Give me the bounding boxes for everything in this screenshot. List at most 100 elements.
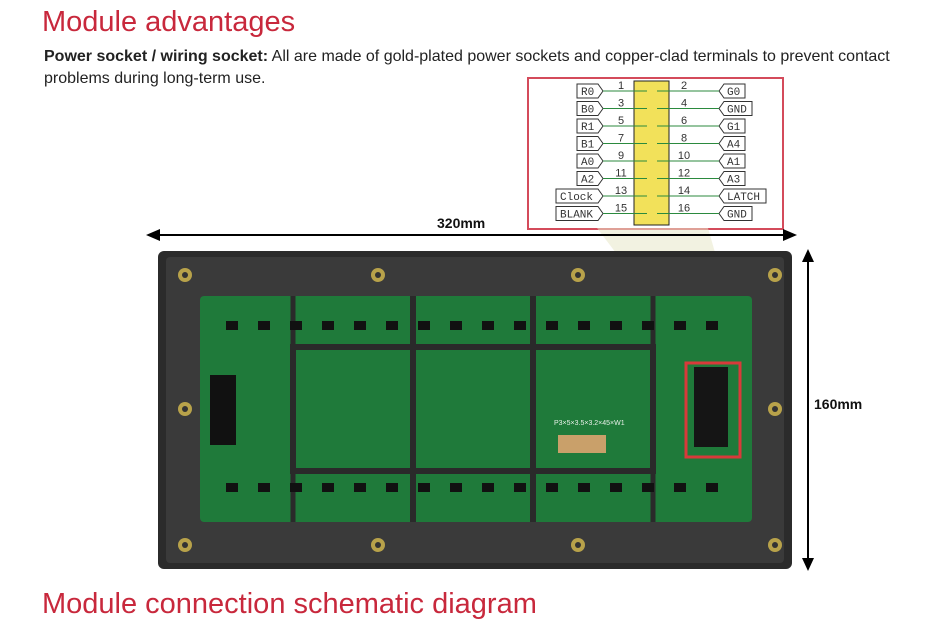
pin-signal-label: A3: [727, 175, 740, 187]
pin-number: 11: [615, 168, 626, 180]
screw-hole: [182, 542, 188, 548]
pin-signal-label: BLANK: [560, 210, 593, 222]
pin-signal-label: R1: [581, 122, 595, 134]
pin-signal-tag: [718, 153, 746, 169]
screw-holes: [178, 268, 782, 552]
width-arrow-left-head: [146, 229, 160, 241]
pin-number: 6: [681, 115, 687, 127]
pin-signal-tag: [555, 188, 604, 204]
pin-signal-label: B0: [581, 105, 594, 117]
pin-signal-tag: [576, 83, 604, 99]
pcb-silkscreen-label: P3×5×3.5×3.2×45×W1: [554, 420, 625, 427]
chip: [482, 321, 494, 330]
chip: [514, 321, 526, 330]
pin-signal-tag: [718, 83, 746, 99]
screw-hole: [375, 542, 381, 548]
pin-number: 7: [618, 133, 624, 145]
pin-signal-tag: [718, 118, 746, 134]
screw-hole: [575, 542, 581, 548]
description-text: All are made of gold-plated power socket…: [44, 48, 890, 87]
screw-hole: [772, 406, 778, 412]
header-connector-body: [633, 80, 670, 226]
pcb-board: [200, 296, 752, 522]
pin-number: 3: [618, 98, 624, 110]
pin-number: 13: [615, 185, 627, 197]
pin-number: 2: [681, 80, 687, 92]
chip: [706, 321, 718, 330]
chip: [674, 321, 686, 330]
chip: [578, 483, 590, 492]
screw-hole: [772, 542, 778, 548]
pin-signal-label: A2: [581, 175, 594, 187]
chip: [578, 321, 590, 330]
pin-number: 5: [618, 115, 624, 127]
pin-signal-tag: [718, 206, 753, 221]
pin-number: 12: [678, 168, 690, 180]
screw-hole: [772, 272, 778, 278]
chip: [226, 321, 238, 330]
chip: [418, 321, 430, 330]
height-dimension-label: 160mm: [814, 396, 863, 412]
pin-signal-tag: [576, 118, 604, 134]
pcb-sticker: [558, 435, 606, 453]
pin-signal-label: G1: [727, 122, 741, 134]
chip: [290, 321, 302, 330]
section-heading: Module advantages: [42, 6, 296, 38]
pin-number: 9: [618, 150, 624, 162]
pin-signal-label: LATCH: [727, 192, 760, 204]
screw-hole: [182, 272, 188, 278]
pin-number: 15: [615, 203, 627, 215]
chip: [290, 483, 302, 492]
screw-hole: [575, 272, 581, 278]
pin-signal-tag: [718, 188, 767, 204]
pcb-chips: [226, 321, 718, 492]
description-paragraph: Power socket / wiring socket: All are ma…: [44, 46, 914, 90]
pin-number: 10: [678, 150, 690, 162]
pin-signal-label: Clock: [560, 192, 593, 204]
chip: [674, 483, 686, 492]
chip: [258, 483, 270, 492]
chip: [354, 483, 366, 492]
led-module-photo: P3×5×3.5×3.2×45×W1: [158, 251, 792, 569]
chip: [482, 483, 494, 492]
chip: [450, 321, 462, 330]
pin-number: 8: [681, 133, 687, 145]
pin-signal-tag: [718, 171, 746, 186]
chip: [546, 321, 558, 330]
height-arrow-bottom-head: [802, 558, 814, 571]
chip: [354, 321, 366, 330]
chip: [610, 321, 622, 330]
chip: [450, 483, 462, 492]
chip: [386, 321, 398, 330]
pin-signal-tag: [718, 101, 753, 116]
pin-number: 14: [678, 185, 690, 197]
description-bold-label: Power socket / wiring socket:: [44, 48, 269, 65]
chip: [258, 321, 270, 330]
pin-signal-tag: [576, 136, 604, 151]
pin-signal-label: GND: [727, 210, 747, 222]
pin-signal-label: B1: [581, 140, 595, 152]
input-connector: [210, 375, 236, 445]
pin-signal-label: R0: [581, 87, 594, 99]
connector-highlight: [684, 361, 742, 459]
pin-signal-label: GND: [727, 105, 747, 117]
screw-hole: [182, 406, 188, 412]
pin-signal-label: A4: [727, 140, 741, 152]
width-arrow-right-head: [783, 229, 797, 241]
width-dimension-label: 320mm: [437, 215, 486, 231]
chip: [322, 483, 334, 492]
pin-signal-tag: [576, 153, 604, 169]
chip: [610, 483, 622, 492]
chip: [386, 483, 398, 492]
height-arrow-top-head: [802, 249, 814, 262]
chip: [514, 483, 526, 492]
pin-number: 1: [618, 80, 624, 92]
pin-signal-tag: [576, 171, 604, 186]
screw-hole: [375, 272, 381, 278]
pin-signal-tag: [718, 136, 746, 151]
chip: [226, 483, 238, 492]
pin-signal-tag: [576, 101, 604, 116]
pin-signal-label: A1: [727, 157, 741, 169]
chip: [322, 321, 334, 330]
